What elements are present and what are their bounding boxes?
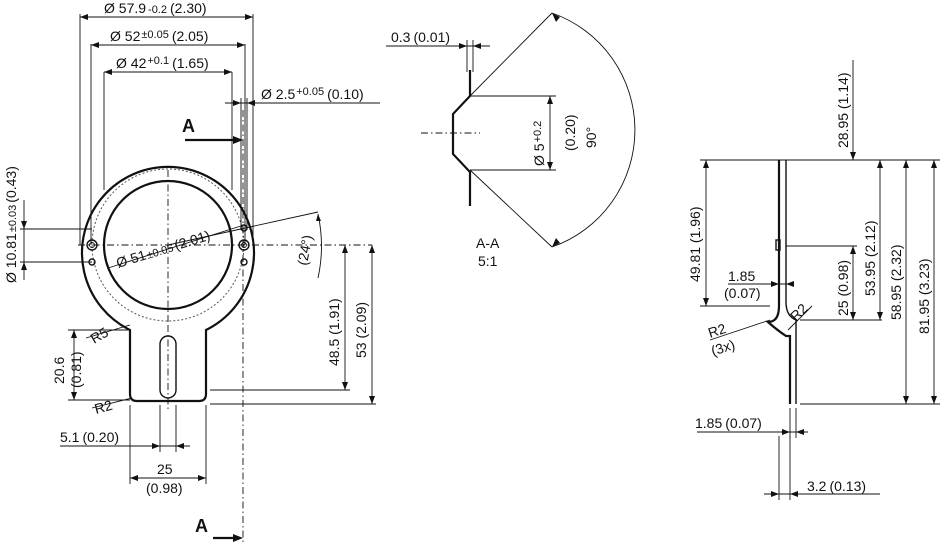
section-marker-bottom: A <box>195 516 208 536</box>
dim-angle-24: (24°) <box>294 234 315 267</box>
dim-28-95: 28.95 (1.14) <box>835 73 851 149</box>
dim-5-1: 5.1(0.20) <box>60 429 119 445</box>
dim-48-5: 48.5 (1.91) <box>326 298 342 366</box>
dim-thickness: 0.3(0.01) <box>391 29 450 45</box>
section-marker-top: A <box>182 116 195 136</box>
part-outline <box>80 165 256 403</box>
dim-3-2: 3.2(0.13) <box>807 478 866 494</box>
section-profile <box>451 70 472 206</box>
dim-25-inch: (0.98) <box>146 480 183 496</box>
dim-20-6-inch: (0.81) <box>68 351 84 388</box>
dim-49-81: 49.81 (1.96) <box>687 207 703 283</box>
dim-1-85-top: 1.85 <box>728 268 755 284</box>
dim-angle-90: 90° <box>583 127 599 148</box>
dim-58-95: 58.95 (2.32) <box>888 245 904 321</box>
dim-53-95: 53.95 (2.12) <box>862 221 878 297</box>
front-view: A A Ø 57.9-0.2 <box>3 0 380 544</box>
dim-section-diameter-inch: (0.20) <box>562 114 578 151</box>
section-view: 0.3(0.01) Ø 5+0.2 (0.20) 90° A-A 5:1 <box>386 12 636 269</box>
radius-count: (3x) <box>709 336 737 359</box>
dim-25-side: 25 (0.98) <box>835 260 851 316</box>
dim-52-diameter: Ø 52±0.05(2.05) <box>110 28 208 44</box>
dim-section-diameter: Ø 5+0.2 <box>531 121 547 166</box>
radius-r5: R5 <box>88 324 112 347</box>
side-view: 28.95 (1.14) 49.81 (1.96) 1.85 (0.07) 25… <box>687 60 940 500</box>
section-label: A-A <box>476 235 500 251</box>
dim-53: 53 (2.09) <box>353 302 369 358</box>
dim-81-95: 81.95 (3.23) <box>916 259 932 335</box>
dim-hole-spacing: Ø 10.81±0.03(0.43) <box>3 166 19 283</box>
dim-25: 25 <box>157 461 173 477</box>
dim-1-85-top-inch: (0.07) <box>724 285 761 301</box>
dim-1-85-bottom: 1.85(0.07) <box>695 415 762 431</box>
dim-outer-diameter: Ø 57.9-0.2(2.30) <box>104 0 207 16</box>
dim-hole-diameter: Ø 2.5+0.05(0.10) <box>261 86 364 102</box>
radius-r2-left: R2 <box>706 320 728 341</box>
radius-r2-right: R2 <box>787 300 811 324</box>
dim-51-diameter: Ø 51±0.05(2.01) <box>114 227 212 271</box>
radius-r2: R2 <box>93 397 115 417</box>
dim-20-6: 20.6 <box>51 357 67 384</box>
side-profile <box>765 160 792 404</box>
dim-42-diameter: Ø 42+0.1(1.65) <box>116 55 209 71</box>
section-scale: 5:1 <box>478 253 498 269</box>
